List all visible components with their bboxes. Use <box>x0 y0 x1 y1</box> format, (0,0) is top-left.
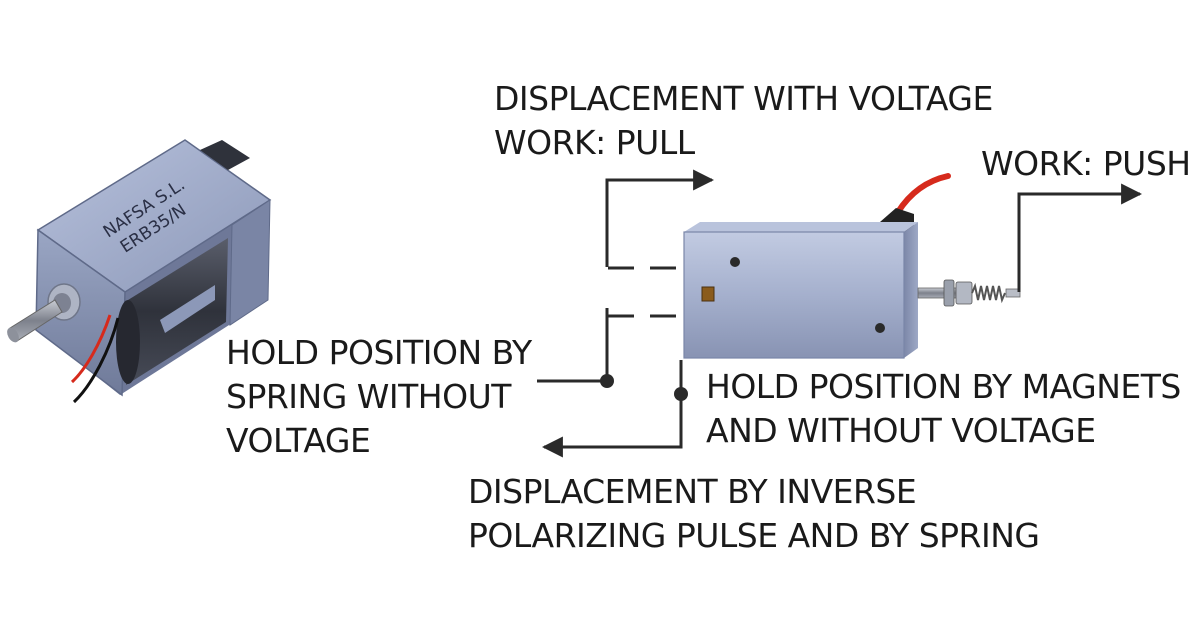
inverse-arrow <box>541 360 683 458</box>
label-hold-magnets-line2: AND WITHOUT VOLTAGE <box>706 411 1096 450</box>
label-hold-spring: HOLD POSITION BY SPRING WITHOUT VOLTAGE <box>226 331 532 463</box>
pull-arrow <box>605 169 715 267</box>
label-hold-spring-line2: SPRING WITHOUT <box>226 377 511 416</box>
plunger <box>7 283 81 343</box>
label-hold-spring-line3: VOLTAGE <box>226 421 371 460</box>
left-solenoid-image <box>7 139 272 404</box>
label-inverse: DISPLACEMENT BY INVERSE POLARIZING PULSE… <box>468 470 1040 558</box>
label-push-line1: WORK: PUSH <box>981 144 1191 183</box>
label-inverse-line2: POLARIZING PULSE AND BY SPRING <box>468 516 1040 555</box>
junction-dot-magnets <box>674 387 688 401</box>
label-inverse-line1: DISPLACEMENT BY INVERSE <box>468 472 917 511</box>
hold-spring-line <box>537 308 609 383</box>
right-solenoid-image <box>683 173 1021 359</box>
label-push: WORK: PUSH <box>981 142 1191 186</box>
label-pull-line2: WORK: PULL <box>494 123 695 162</box>
label-pull-line1: DISPLACEMENT WITH VOLTAGE <box>494 79 993 118</box>
junction-dot-spring <box>600 374 614 388</box>
label-hold-magnets-line1: HOLD POSITION BY MAGNETS <box>706 367 1181 406</box>
label-hold-spring-line1: HOLD POSITION BY <box>226 333 532 372</box>
label-hold-magnets: HOLD POSITION BY MAGNETS AND WITHOUT VOL… <box>706 365 1181 453</box>
push-arrow <box>1017 183 1143 292</box>
label-pull: DISPLACEMENT WITH VOLTAGE WORK: PULL <box>494 77 993 165</box>
